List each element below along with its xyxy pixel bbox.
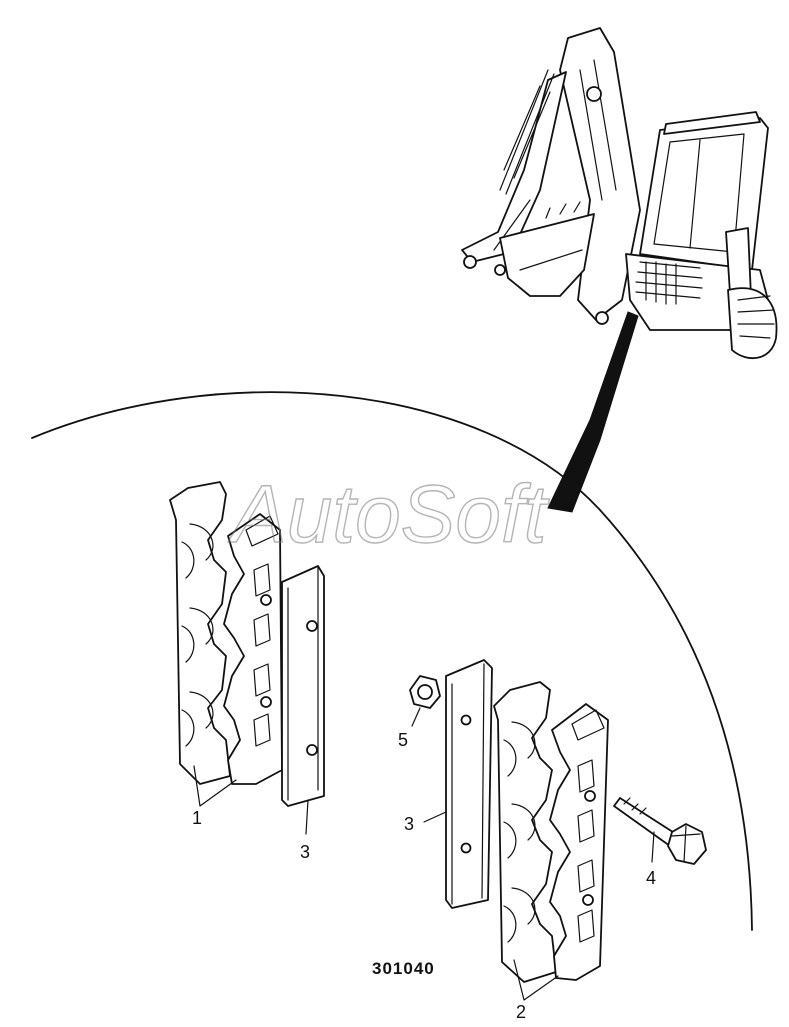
- figure-number: 301040: [372, 959, 435, 978]
- callout-5: 5: [398, 730, 408, 750]
- part-4-bolt: [613, 797, 707, 865]
- detail-circle-arc: [31, 391, 753, 931]
- detail-leader-wedge: [547, 311, 639, 513]
- callout-3-left: 3: [300, 842, 310, 862]
- callout-1: 1: [192, 808, 202, 828]
- callout-3-right: 3: [404, 814, 414, 834]
- autosoft-watermark: AutoSoft: [227, 469, 550, 560]
- callout-2: 2: [516, 1002, 526, 1022]
- part-2-clamp-pair: [493, 681, 609, 1001]
- part-3-plate-left: [281, 565, 325, 835]
- part-3-plate-right: [423, 659, 493, 909]
- part-5-nut: [409, 675, 441, 727]
- part-1-clamp-pair: [169, 481, 283, 807]
- backhoe-loader-illustration: [461, 27, 778, 359]
- callout-4: 4: [646, 868, 656, 888]
